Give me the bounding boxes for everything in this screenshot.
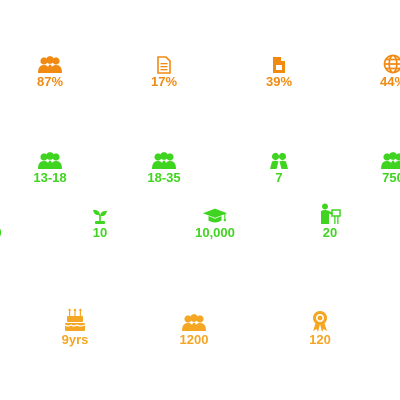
file-icon [266, 52, 292, 74]
stat-item: 9yrs [30, 308, 120, 347]
stat-value: 17% [150, 74, 178, 89]
stat-item: 7 [234, 148, 324, 185]
stat-value: 750 [382, 170, 400, 185]
stat-item: 17% [119, 52, 209, 89]
stat-item: 44% [348, 52, 400, 89]
stat-value: 10 [92, 225, 108, 240]
stat-value: 120 [309, 332, 331, 347]
stat-value: 39% [265, 74, 293, 89]
stat-value: 7 [275, 170, 283, 185]
partial-icon [0, 203, 11, 225]
stat-item: 120 [275, 310, 365, 347]
award-ribbon-icon [307, 310, 333, 332]
stat-value: 44% [379, 74, 400, 89]
stat-item: 87% [5, 52, 95, 89]
stat-item: 39% [234, 52, 324, 89]
stat-value: 1200 [179, 332, 209, 347]
stat-item: 0 [0, 203, 43, 240]
people-group-icon [380, 148, 400, 170]
graduation-cap-icon [202, 203, 228, 225]
teacher-icon [317, 203, 343, 225]
stat-item: 10 [55, 203, 145, 240]
stat-value: 10,000 [195, 225, 235, 240]
stat-item: 1200 [149, 310, 239, 347]
stat-value: 18-35 [147, 170, 181, 185]
stat-value: 0 [0, 226, 2, 240]
birthday-cake-icon [62, 308, 88, 332]
stat-item: 750 [348, 148, 400, 185]
stat-item: 13-18 [5, 148, 95, 185]
stat-item: 18-35 [119, 148, 209, 185]
document-icon [151, 52, 177, 74]
people-group-icon [181, 310, 207, 332]
people-group-icon [37, 52, 63, 74]
stat-item: 20 [285, 203, 375, 240]
people-group-icon [37, 148, 63, 170]
stat-value: 9yrs [61, 332, 89, 347]
stat-value: 20 [322, 225, 338, 240]
people-group-icon [151, 148, 177, 170]
seedling-icon [87, 203, 113, 225]
people-pair-icon [266, 148, 292, 170]
globe-icon [380, 52, 400, 74]
stat-value: 87% [36, 74, 64, 89]
stat-value: 13-18 [33, 170, 67, 185]
stat-item: 10,000 [170, 203, 260, 240]
